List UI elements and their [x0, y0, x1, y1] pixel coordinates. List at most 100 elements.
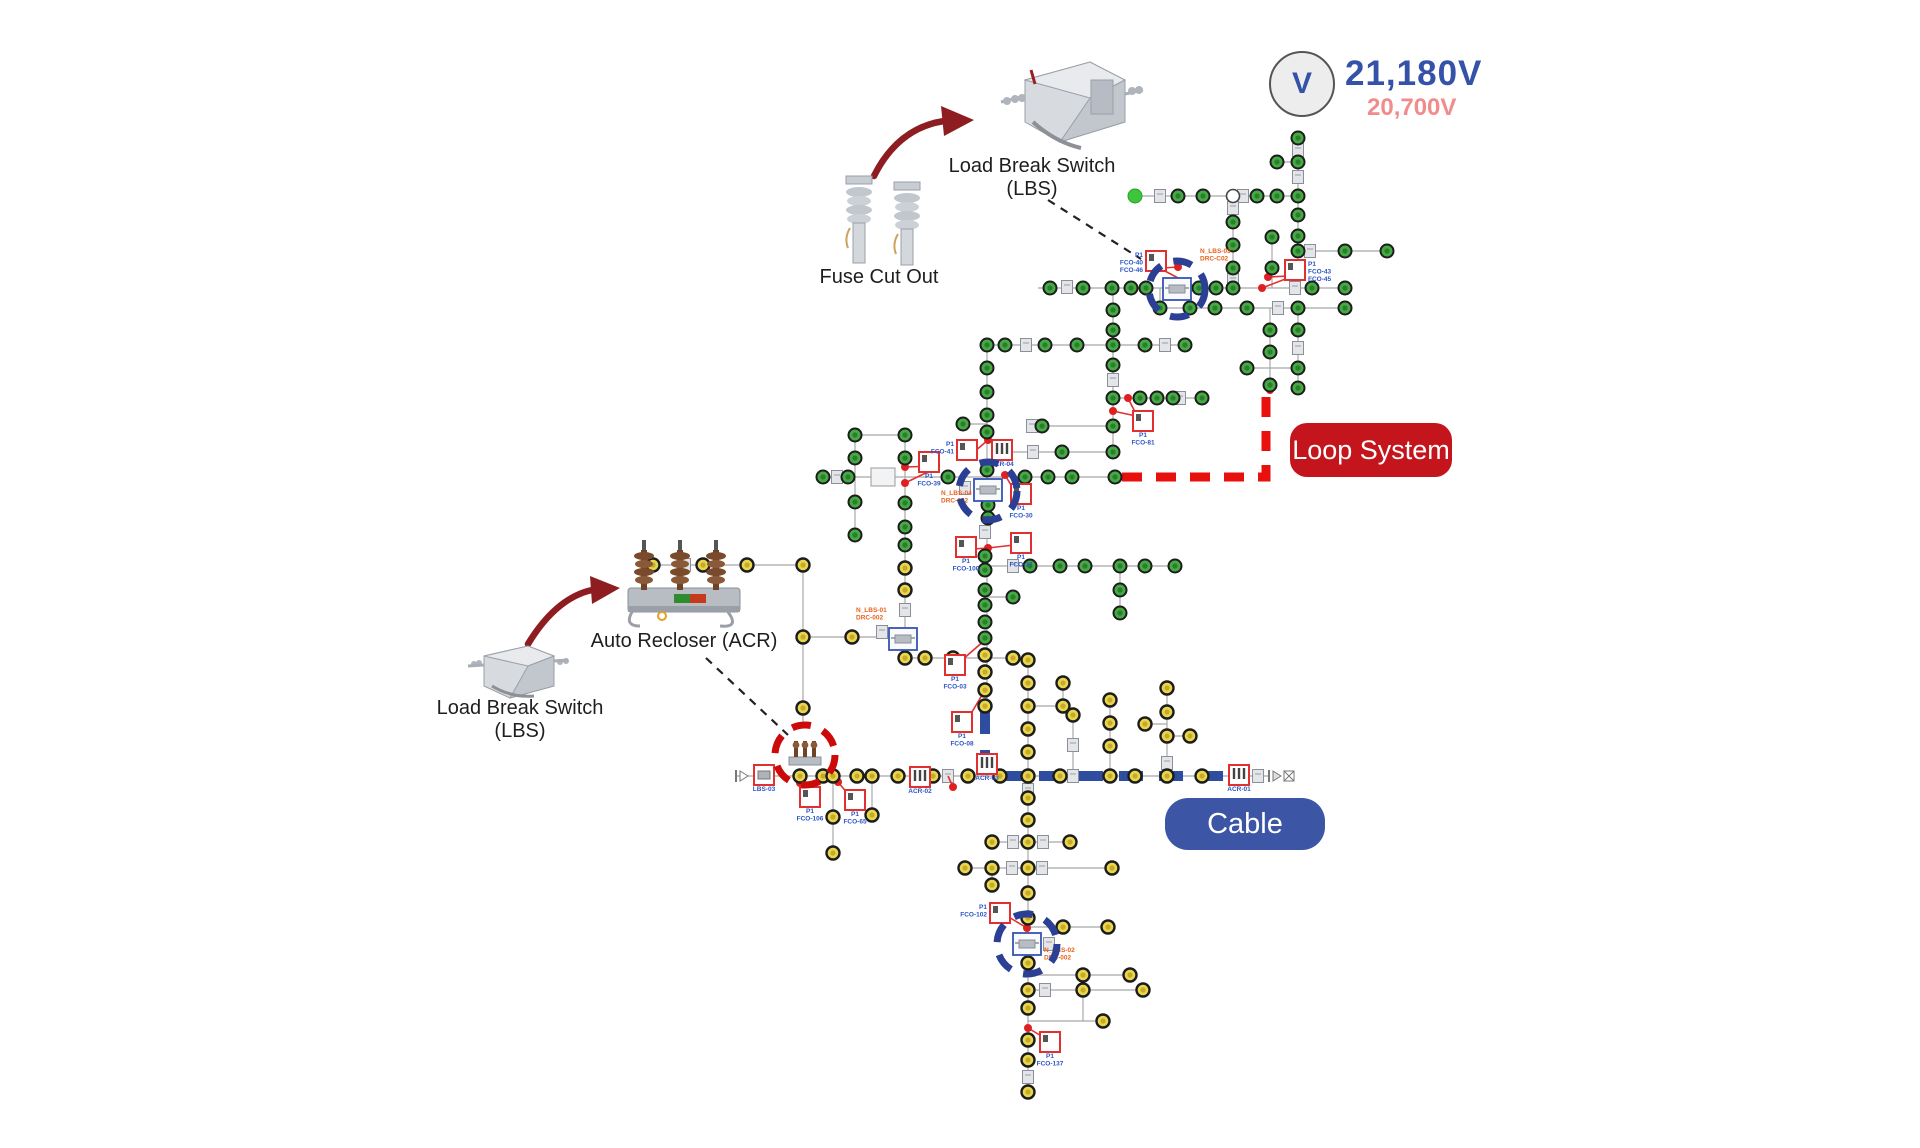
auto-recloser-callout: Auto Recloser (ACR) [591, 630, 778, 653]
equipment-id-label: P1 [1139, 432, 1147, 439]
node-green-core [1172, 563, 1178, 569]
node-green-core [845, 474, 851, 480]
node-green-core [1170, 395, 1176, 401]
node-yellow-core [1025, 817, 1031, 823]
node-green-core [1295, 135, 1301, 141]
node-yellow-core [744, 562, 750, 568]
node-green-core [852, 455, 858, 461]
node-yellow-core [982, 687, 988, 693]
feeder-section-label: DRC-C02 [1200, 256, 1229, 263]
node-green-core [1047, 285, 1053, 291]
node-green-core [852, 532, 858, 538]
fuse-cut-out-callout: Fuse Cut Out [820, 266, 939, 289]
acr-mini-device [788, 756, 822, 766]
loop-system-label: Loop System [1292, 434, 1450, 465]
node-green-core [1274, 193, 1280, 199]
device-box [979, 525, 991, 539]
node-yellow-core [1025, 657, 1031, 663]
device-box [1007, 835, 1019, 849]
node-yellow-core [800, 562, 806, 568]
node-yellow-core [1025, 890, 1031, 896]
node-yellow-core [902, 587, 908, 593]
voltage-secondary-value: 20,700V [1367, 94, 1457, 121]
lbs-device-glyph [1018, 939, 1036, 949]
node-yellow-core [1025, 960, 1031, 966]
node-green-core [1295, 305, 1301, 311]
lbs-device-glyph [1168, 284, 1186, 294]
node-yellow-core [1164, 685, 1170, 691]
device-box [1154, 189, 1166, 203]
node-green-core [960, 421, 966, 427]
node-green-core [1269, 265, 1275, 271]
node-yellow-core [830, 773, 836, 779]
node-green-core [902, 542, 908, 548]
red-highlight-circle [771, 721, 839, 789]
node-yellow-core [854, 773, 860, 779]
acr-marker-glyph [1232, 768, 1236, 779]
equipment-id-label: P1 [951, 676, 959, 683]
node-green-core [1074, 342, 1080, 348]
node-green-core [1342, 248, 1348, 254]
node-green-core [982, 587, 988, 593]
node-green-core [1254, 193, 1260, 199]
node-green-core [820, 474, 826, 480]
switch-point-dot [1023, 924, 1031, 932]
feeder-section-label: N_LBS-01 [856, 607, 887, 614]
node-yellow-core [1025, 749, 1031, 755]
device-box [1036, 861, 1048, 875]
feeder-section-label: DRC-002 [941, 498, 968, 505]
fco-marker-glyph [1288, 263, 1293, 270]
acr-marker-glyph [1237, 768, 1241, 779]
switch-point-dot [1174, 263, 1182, 271]
node-green-core [984, 365, 990, 371]
acr-marker-glyph [990, 757, 994, 768]
node-yellow-core [1057, 773, 1063, 779]
node-green-core [1295, 193, 1301, 199]
lbs-top-equipment-image [1000, 61, 1144, 150]
node-green-core [1267, 349, 1273, 355]
node-green-core [984, 389, 990, 395]
device-box [1161, 756, 1173, 770]
node-green-core [1267, 327, 1273, 333]
node-green-core [984, 467, 990, 473]
node-green-core [1069, 474, 1075, 480]
node-bright-green [1127, 188, 1143, 204]
node-green-core [1002, 342, 1008, 348]
node-yellow-core [902, 655, 908, 661]
node-green-core [1045, 474, 1051, 480]
fuse-cut-out-equipment-image [845, 175, 921, 266]
acr-marker-glyph [918, 770, 922, 781]
node-green-core [1059, 449, 1065, 455]
switch-point-dot [1258, 284, 1266, 292]
node-yellow-core [1109, 865, 1115, 871]
equipment-id-label: FCO-100 [953, 566, 980, 573]
node-green-core [1110, 327, 1116, 333]
fco-marker-glyph [993, 906, 998, 913]
device-box [1006, 861, 1018, 875]
node-yellow-core [869, 812, 875, 818]
device-box [1252, 769, 1264, 783]
node-yellow-core [1107, 720, 1113, 726]
cable-badge: Cable [1165, 798, 1325, 850]
node-yellow-core [1025, 1005, 1031, 1011]
equipment-id-label: FCO-03 [943, 684, 967, 691]
feeder-section-label: DRC-002 [856, 615, 883, 622]
node-green-core [1342, 305, 1348, 311]
acr-equipment-image [627, 540, 741, 628]
node-green-core [982, 602, 988, 608]
equipment-id-label: P1 [1017, 554, 1025, 561]
node-yellow-core [1100, 1018, 1106, 1024]
acr-mini-bushing [794, 741, 798, 757]
device-box [1067, 769, 1079, 783]
node-yellow-core [989, 882, 995, 888]
node-green-core [1027, 563, 1033, 569]
feeder-section-label: N_LBS-04 [941, 490, 972, 497]
node-yellow-core [1025, 773, 1031, 779]
terminal-arrow [739, 770, 749, 782]
acr-mini-bushing [801, 741, 809, 749]
device-box [1067, 738, 1079, 752]
node-green-core [984, 412, 990, 418]
node-yellow-core [1164, 773, 1170, 779]
node-green-core [985, 502, 991, 508]
